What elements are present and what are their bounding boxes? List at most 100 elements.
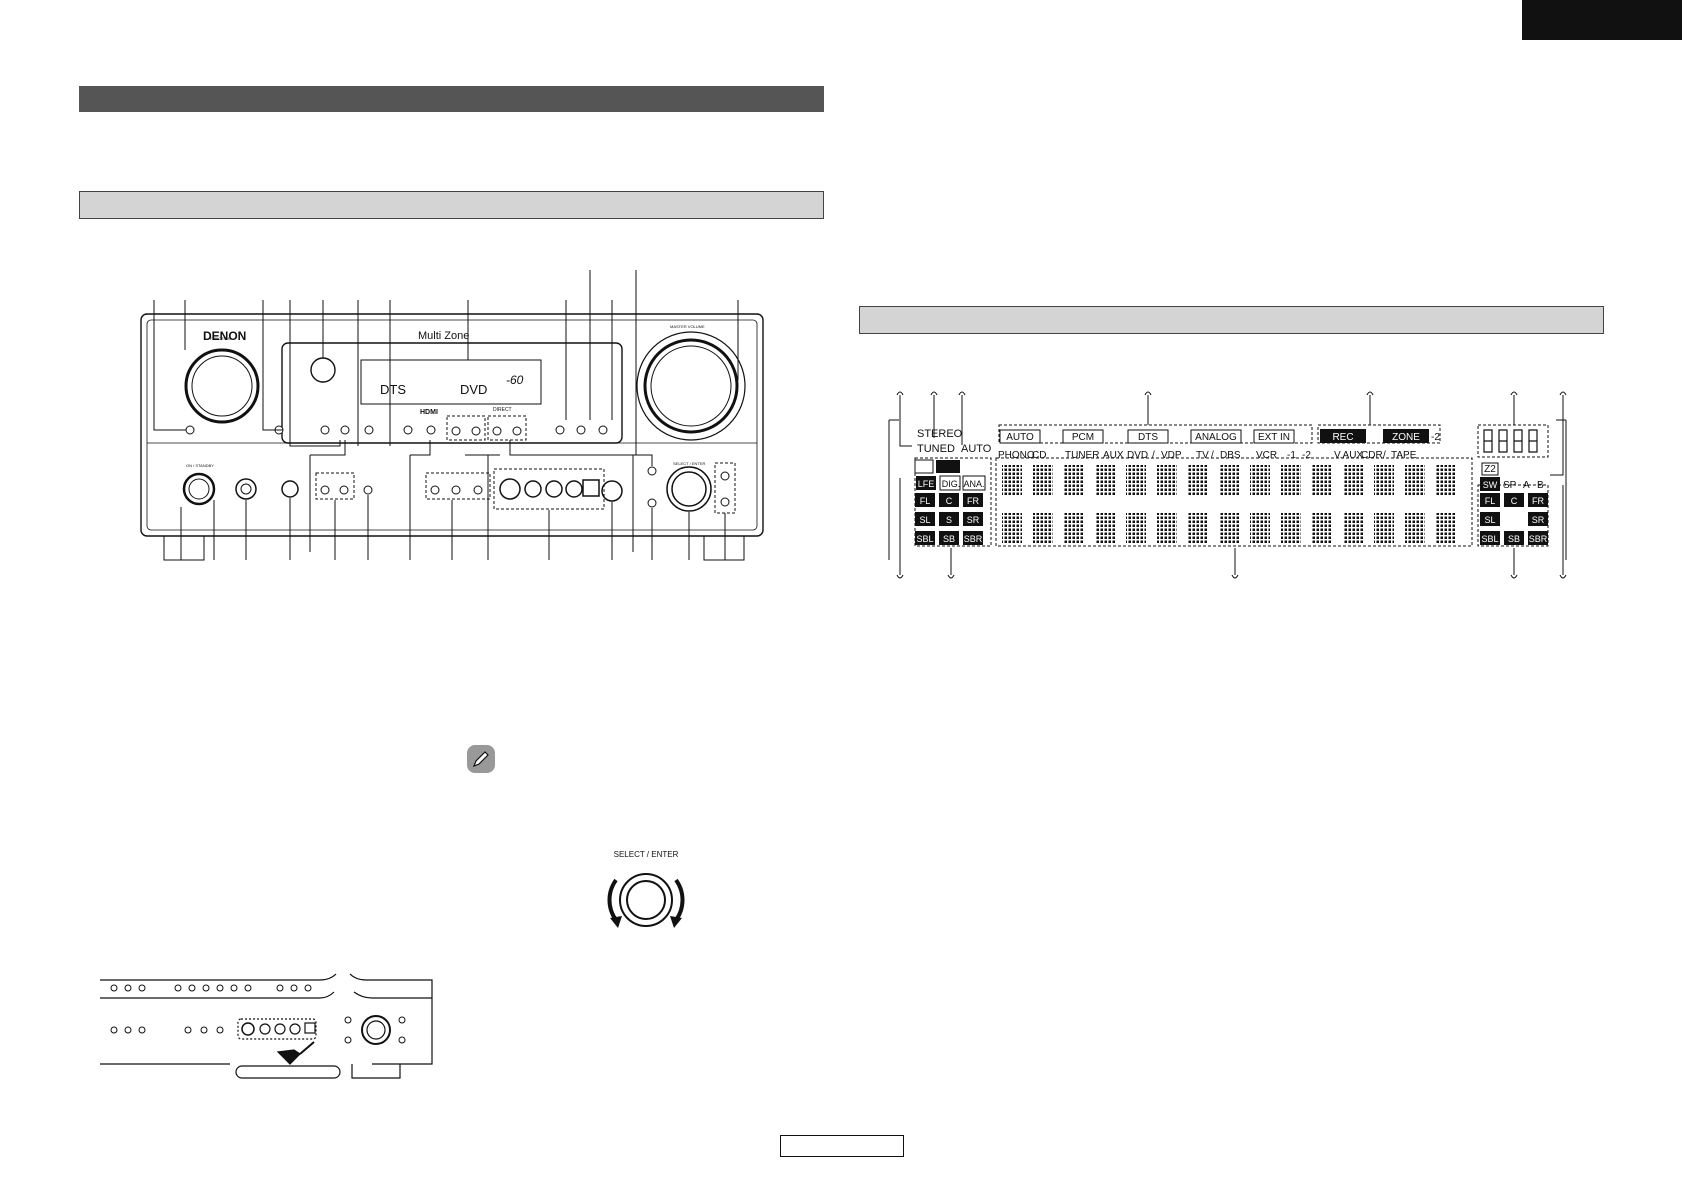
channel-box <box>1504 493 1524 507</box>
channel-label: C <box>946 496 953 506</box>
channel-label: SR <box>1532 515 1545 525</box>
dts-logo-icon <box>936 460 960 473</box>
sp-label: SP <box>1503 480 1517 491</box>
dot-matrix-char <box>1374 513 1394 543</box>
source-label: / <box>1211 450 1214 461</box>
model-label: Multi Zone <box>418 330 469 342</box>
dot-matrix-char <box>1033 465 1053 495</box>
source-label: AUX <box>1103 450 1124 461</box>
dot-matrix-char <box>1064 513 1084 543</box>
select-knob-label: SELECT / ENTER <box>673 461 705 466</box>
page-footer-box <box>780 1135 904 1157</box>
mode-box-label: DTS <box>1138 432 1158 443</box>
dot-matrix-char <box>1250 513 1270 543</box>
channel-label: FR <box>1532 496 1544 506</box>
source-label: CDR <box>1361 450 1383 461</box>
mode-box-label: ANALOG <box>1195 432 1237 443</box>
dot-matrix-char <box>1188 465 1208 495</box>
source-label: CD <box>1032 450 1046 461</box>
channel-label: SB <box>943 534 955 544</box>
rec-box <box>1383 429 1429 443</box>
tuned-label: TUNED <box>917 443 955 455</box>
dot-matrix-char <box>1002 465 1022 495</box>
power-label: ON / STANDBY <box>186 463 214 468</box>
source-label: DBS <box>1220 450 1241 461</box>
source-label: VDP <box>1161 450 1182 461</box>
source-label: V.AUX <box>1334 450 1363 461</box>
input-indicator: DIG. <box>942 479 961 489</box>
dot-matrix-char <box>1095 513 1115 543</box>
section-heading-bar <box>79 86 824 112</box>
source-label: / <box>1383 450 1386 461</box>
function-knob-label: FUNCTION <box>210 336 231 341</box>
auto-label: AUTO <box>961 443 992 455</box>
source-label: TV <box>1196 450 1209 461</box>
channel-box <box>1528 531 1548 545</box>
dot-matrix-char <box>1312 513 1332 543</box>
front-panel-heading-bar <box>79 191 824 219</box>
dot-matrix-char <box>1126 513 1146 543</box>
dot-matrix-char <box>1405 513 1425 543</box>
channel-box <box>1528 493 1548 507</box>
select-enter-label: SELECT / ENTER <box>614 850 679 859</box>
source-label: DVD <box>1127 450 1148 461</box>
channel-box <box>1504 531 1524 545</box>
dot-matrix-char <box>1095 465 1115 495</box>
channel-label: SL <box>919 515 930 525</box>
source-label: -1 <box>1287 450 1296 461</box>
sw-box <box>1480 477 1500 491</box>
z2-label: Z2 <box>1484 464 1496 475</box>
hdmi-logo: HDMI <box>420 409 438 416</box>
display-heading-bar <box>859 306 1604 334</box>
stereo-label: STEREO <box>917 428 963 440</box>
channel-label: FL <box>1485 496 1496 506</box>
source-label: TAPE <box>1391 450 1417 461</box>
source-label: -2 <box>1302 450 1311 461</box>
dot-matrix-char <box>1157 513 1177 543</box>
channel-label: SBL <box>916 534 933 544</box>
channel-label: C <box>1511 496 1518 506</box>
channel-label: SBR <box>1529 534 1548 544</box>
channel-box <box>1480 512 1500 526</box>
sw-label: SW <box>1483 480 1498 490</box>
channel-box <box>915 531 935 545</box>
source-label: VCR <box>1256 450 1277 461</box>
channel-label: SBL <box>1481 534 1498 544</box>
channel-box <box>963 512 983 526</box>
dot-matrix-char <box>1436 465 1456 495</box>
seven-segment-digits <box>1483 429 1538 453</box>
dot-matrix-char <box>1343 513 1363 543</box>
speaker-a-label: A <box>1523 480 1530 491</box>
dot-matrix-char <box>1219 465 1239 495</box>
display-mode-text: DTS <box>380 382 406 397</box>
channel-box <box>915 512 935 526</box>
dot-matrix-char <box>1343 465 1363 495</box>
dot-matrix-char <box>1064 465 1084 495</box>
dot-matrix-char <box>1281 513 1301 543</box>
dot-matrix <box>1002 465 1456 543</box>
channel-label: SR <box>967 515 980 525</box>
volume-knob-label: MASTER VOLUME <box>670 324 705 329</box>
speaker-b-label: B <box>1537 480 1544 491</box>
zone-label: ZONE <box>1392 432 1420 443</box>
dot-matrix-char <box>1002 513 1022 543</box>
channel-label: SB <box>1508 534 1520 544</box>
rec-box <box>1320 429 1366 443</box>
display-small-text: DIRECT <box>493 407 512 413</box>
dot-matrix-char <box>1436 513 1456 543</box>
panel-cover-figure <box>100 973 433 1079</box>
lfe-label: LFE <box>918 479 935 489</box>
channel-box <box>1528 512 1548 526</box>
mode-box-label: AUTO <box>1006 432 1034 443</box>
channel-label: SL <box>1484 515 1495 525</box>
lfe-box <box>916 476 936 490</box>
channel-box <box>939 512 959 526</box>
pencil-note-icon <box>467 745 495 773</box>
rec-label: REC <box>1332 432 1353 443</box>
input-indicator: ANA. <box>963 479 984 489</box>
display-source-text: DVD <box>460 382 487 397</box>
